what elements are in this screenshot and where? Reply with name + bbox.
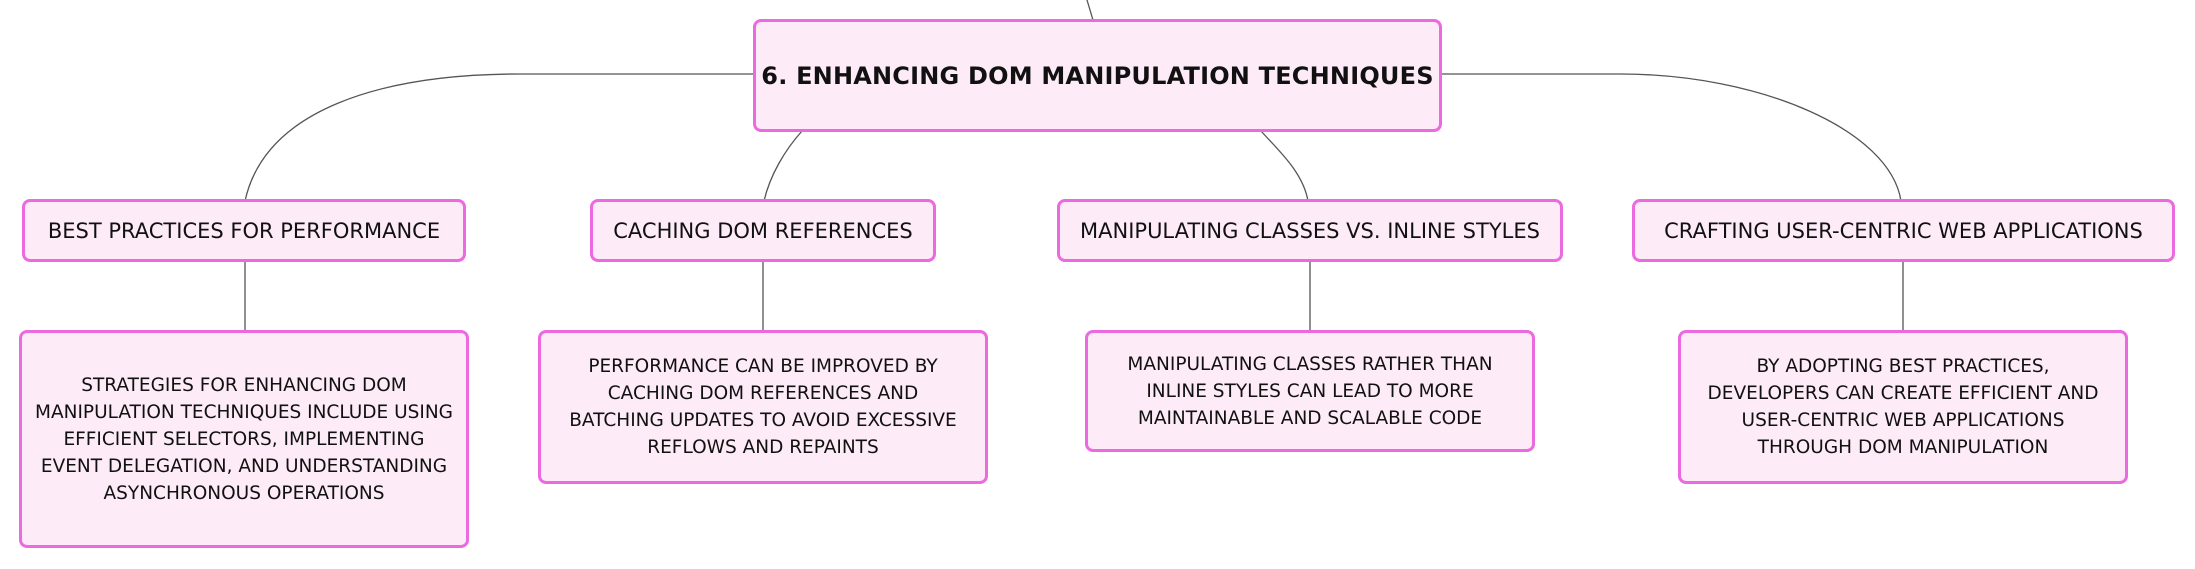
- root-title: 6. ENHANCING DOM MANIPULATION TECHNIQUES: [761, 61, 1434, 90]
- detail-text: MANIPULATING CLASSES RATHER THAN INLINE …: [1127, 353, 1493, 429]
- topic-best-practices: BEST PRACTICES FOR PERFORMANCE: [22, 199, 466, 262]
- connector-root-to-best-practices: [244, 73, 756, 202]
- detail-text: BY ADOPTING BEST PRACTICES, DEVELOPERS C…: [1707, 356, 2099, 458]
- topic-label: BEST PRACTICES FOR PERFORMANCE: [47, 218, 441, 243]
- connector-root-to-caching: [763, 130, 803, 202]
- topic-caching-dom-references: CACHING DOM REFERENCES: [590, 199, 936, 262]
- topic-classes-vs-inline-styles: MANIPULATING CLASSES VS. INLINE STYLES: [1057, 199, 1563, 262]
- root-node: 6. ENHANCING DOM MANIPULATION TECHNIQUES: [753, 19, 1442, 132]
- detail-caching-dom-references: PERFORMANCE CAN BE IMPROVED BY CACHING D…: [538, 330, 988, 484]
- connector-root-to-user-centric: [1440, 73, 1902, 202]
- detail-best-practices: STRATEGIES FOR ENHANCING DOM MANIPULATIO…: [19, 330, 469, 548]
- topic-label: CACHING DOM REFERENCES: [613, 218, 913, 243]
- detail-text: STRATEGIES FOR ENHANCING DOM MANIPULATIO…: [35, 374, 453, 504]
- parent-connector: [1086, 0, 1094, 21]
- topic-label: MANIPULATING CLASSES VS. INLINE STYLES: [1080, 218, 1540, 243]
- detail-user-centric-apps: BY ADOPTING BEST PRACTICES, DEVELOPERS C…: [1678, 330, 2128, 484]
- connector-root-to-classes: [1260, 130, 1309, 202]
- topic-label: CRAFTING USER-CENTRIC WEB APPLICATIONS: [1664, 218, 2143, 243]
- topic-user-centric-apps: CRAFTING USER-CENTRIC WEB APPLICATIONS: [1632, 199, 2175, 262]
- detail-classes-vs-inline-styles: MANIPULATING CLASSES RATHER THAN INLINE …: [1085, 330, 1535, 452]
- detail-text: PERFORMANCE CAN BE IMPROVED BY CACHING D…: [569, 356, 957, 458]
